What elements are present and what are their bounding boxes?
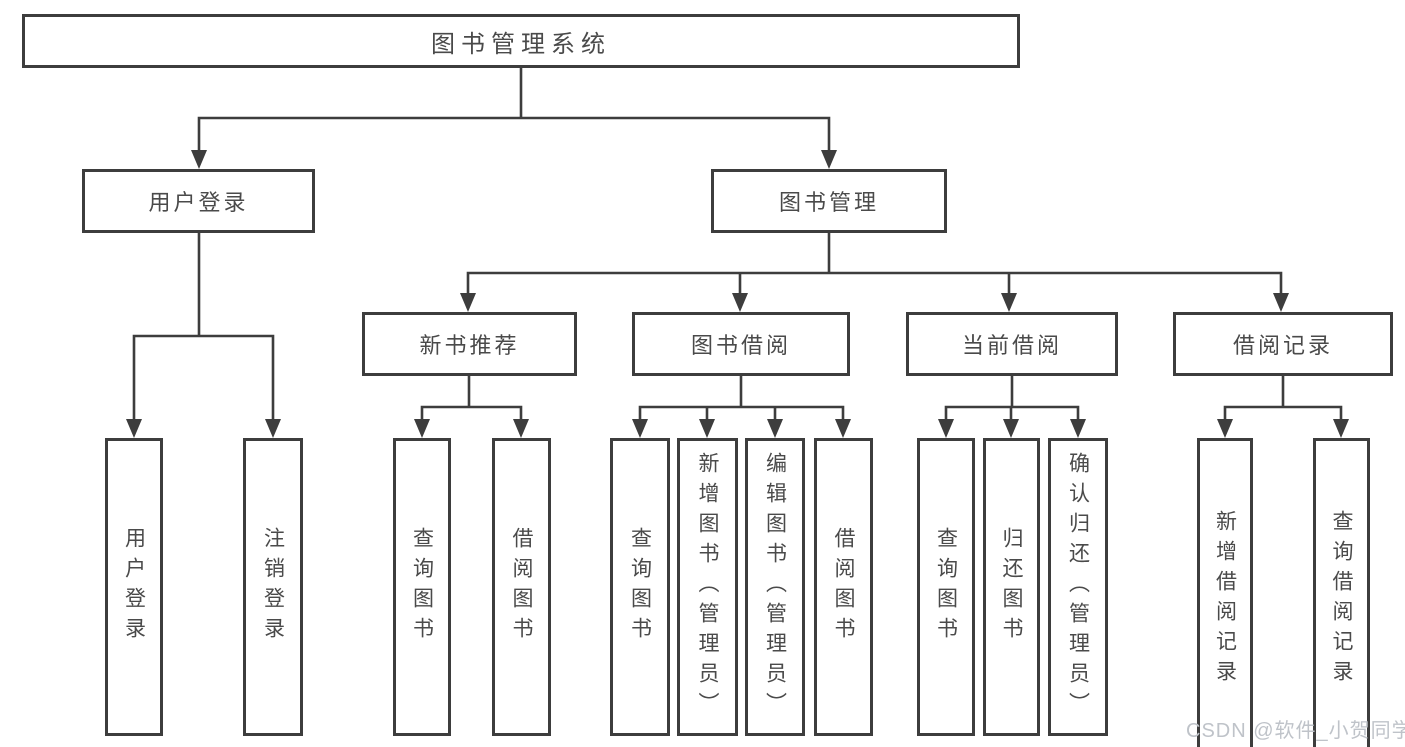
leaf-edit-books-admin: 编辑图书（管理员） xyxy=(745,438,805,736)
arrowhead xyxy=(699,419,715,438)
node-borrowing-records: 借阅记录 xyxy=(1173,312,1393,376)
arrowhead xyxy=(1333,419,1349,438)
node-label: 确认归还（管理员） xyxy=(1066,452,1090,722)
connector-root-to-level1 xyxy=(191,68,837,169)
node-label: 借阅图书 xyxy=(832,527,855,647)
node-label: 图书管理 xyxy=(778,190,879,215)
arrowhead xyxy=(460,293,476,312)
node-label: 新书推荐 xyxy=(419,333,520,358)
arrowhead xyxy=(835,419,851,438)
node-user-login-branch: 用户登录 xyxy=(82,169,315,233)
leaf-user-login: 用户登录 xyxy=(105,438,163,736)
arrowhead xyxy=(767,419,783,438)
leaf-query-books-borrowing: 查询图书 xyxy=(610,438,670,736)
node-label: 借阅记录 xyxy=(1232,333,1333,358)
node-book-management: 图书管理 xyxy=(711,169,947,233)
leaf-query-borrowing-record: 查询借阅记录 xyxy=(1313,438,1370,747)
node-label: 当前借阅 xyxy=(961,333,1062,358)
watermark: CSDN @软件_小贺同学 xyxy=(1186,720,1405,742)
node-label: 图书管理系统 xyxy=(431,30,611,58)
arrowhead xyxy=(191,150,207,169)
node-new-book-recommendation: 新书推荐 xyxy=(362,312,577,376)
arrowhead xyxy=(1217,419,1233,438)
node-label: 查询借阅记录 xyxy=(1330,510,1353,690)
arrowhead xyxy=(938,419,954,438)
node-current-borrowing: 当前借阅 xyxy=(906,312,1118,376)
arrowhead xyxy=(632,419,648,438)
arrowhead xyxy=(1273,293,1289,312)
connector-book-borrowing-children xyxy=(632,376,851,438)
arrowhead xyxy=(1003,419,1019,438)
leaf-query-books-current: 查询图书 xyxy=(917,438,975,736)
connector-new-book-recommendation-children xyxy=(414,376,529,438)
leaf-confirm-return-admin: 确认归还（管理员） xyxy=(1048,438,1108,736)
leaf-return-books: 归还图书 xyxy=(983,438,1040,736)
node-book-borrowing: 图书借阅 xyxy=(632,312,850,376)
connector-book-management-children xyxy=(460,233,1289,312)
node-label: 查询图书 xyxy=(934,527,958,647)
node-label: 借阅图书 xyxy=(510,527,533,647)
leaf-borrow-books-borrowing: 借阅图书 xyxy=(814,438,873,736)
leaf-query-books-recommendation: 查询图书 xyxy=(393,438,451,736)
node-label: 查询图书 xyxy=(628,527,652,647)
connector-user-login-children xyxy=(126,233,281,438)
node-label: 用户登录 xyxy=(122,527,146,647)
node-label: 新增借阅记录 xyxy=(1213,510,1237,690)
node-library-management-system: 图书管理系统 xyxy=(22,14,1020,68)
arrowhead xyxy=(1001,293,1017,312)
node-label: 查询图书 xyxy=(410,527,434,647)
arrowhead xyxy=(414,419,430,438)
arrowhead xyxy=(265,419,281,438)
node-label: 用户登录 xyxy=(148,190,249,215)
node-label: 编辑图书（管理员） xyxy=(763,452,787,722)
leaf-add-books-admin: 新增图书（管理员） xyxy=(677,438,738,736)
leaf-borrow-books-recommendation: 借阅图书 xyxy=(492,438,551,736)
arrowhead xyxy=(821,150,837,169)
node-label: 归还图书 xyxy=(1000,527,1023,647)
connector-borrowing-records-children xyxy=(1217,376,1349,438)
node-label: 图书借阅 xyxy=(690,333,791,358)
arrowhead xyxy=(126,419,142,438)
arrowhead xyxy=(1070,419,1086,438)
arrowhead xyxy=(513,419,529,438)
node-label: 注销登录 xyxy=(261,527,285,647)
leaf-logout: 注销登录 xyxy=(243,438,303,736)
node-label: 新增图书（管理员） xyxy=(696,452,719,722)
connector-current-borrowing-children xyxy=(938,376,1086,438)
arrowhead xyxy=(732,293,748,312)
leaf-add-borrowing-record: 新增借阅记录 xyxy=(1197,438,1253,747)
